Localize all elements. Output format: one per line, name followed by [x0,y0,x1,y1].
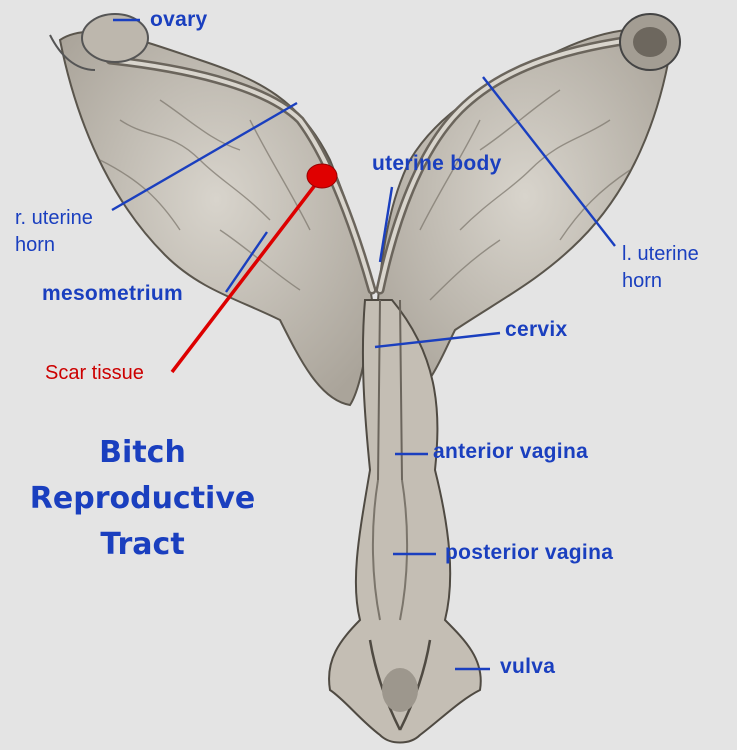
r-uterine-horn-leader [111,101,298,212]
anterior-vagina-label: anterior vagina [433,440,589,463]
scar-tissue-marker [306,163,338,189]
cervix-label: cervix [505,318,568,341]
mesometrium-leader [225,231,268,293]
title-line-3: Tract [100,527,185,562]
mesometrium-label: mesometrium [42,282,184,305]
right-ovary-drawing [81,13,149,63]
title-line-1: Bitch [99,435,186,470]
right-uterine-horn-drawing [58,30,374,407]
scar-tissue-label: Scar tissue [45,362,144,384]
vulva-label: vulva [500,655,556,678]
r-uterine-horn-label-line1: r. uterine [15,207,93,229]
uterine-body-label: uterine body [372,152,502,175]
l-uterine-horn-label-line2: horn [622,270,663,292]
left-uterine-horn-drawing [376,28,674,402]
ovary-label: ovary [150,8,208,31]
figure-title: Bitch Reproductive Tract [10,430,275,568]
cervix-leader [374,331,501,349]
l-uterine-horn-label-line1: l. uterine [622,243,699,265]
r-uterine-horn-label-line2: horn [15,234,56,256]
uterine-body-leader [378,186,394,263]
l-uterine-horn-leader [482,76,616,247]
title-line-2: Reproductive [29,481,256,516]
posterior-vagina-label: posterior vagina [445,541,614,564]
vagina-drawing [328,299,482,744]
scar-tissue-leader [170,174,324,374]
